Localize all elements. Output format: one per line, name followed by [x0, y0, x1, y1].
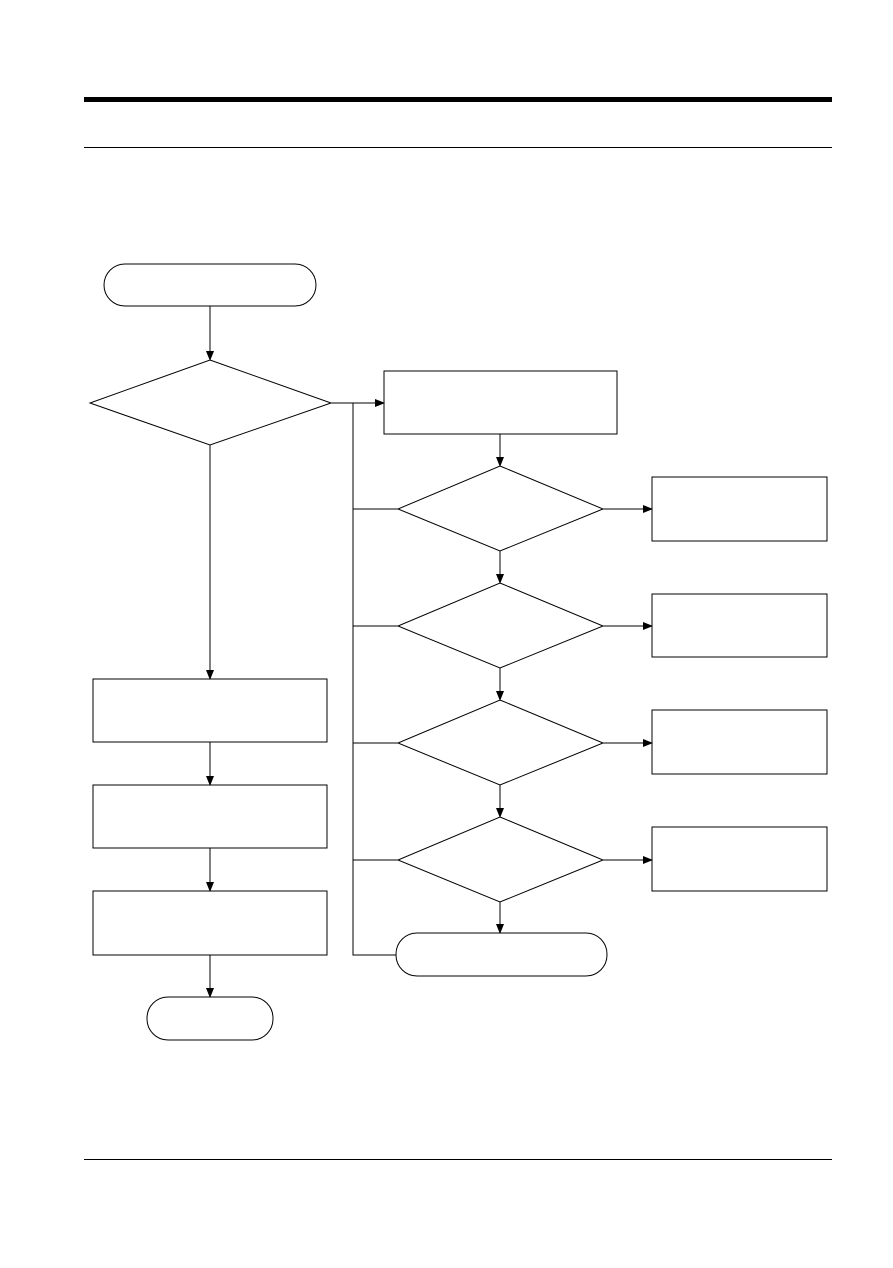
check-process-box	[383, 370, 618, 435]
feedback-bus-line	[352, 403, 396, 956]
start-terminal	[103, 263, 317, 307]
result-box-4	[651, 826, 828, 892]
main-decision-diamond	[88, 359, 333, 446]
result-box-1	[651, 476, 828, 542]
decision-diamond-2	[396, 582, 605, 669]
end-terminal-left	[146, 996, 274, 1041]
end-terminal-right	[395, 932, 608, 977]
decision-diamond-3	[396, 699, 605, 786]
result-box-3	[651, 709, 828, 775]
process-step-2	[92, 784, 328, 849]
result-box-2	[651, 593, 828, 658]
decision-diamond-1	[396, 465, 605, 552]
header-thick-rule	[84, 97, 832, 102]
decision-diamond-4	[396, 816, 605, 903]
process-step-3	[92, 890, 328, 956]
process-step-1	[92, 678, 328, 743]
